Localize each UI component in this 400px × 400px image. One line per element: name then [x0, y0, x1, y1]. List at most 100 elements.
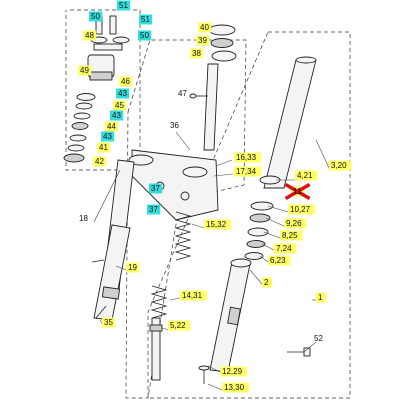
callout-number: 10,27: [290, 205, 311, 214]
callout-number: 43: [118, 89, 127, 98]
callout-42: 42: [93, 156, 107, 167]
callout-number: 47: [178, 89, 187, 98]
callout-52: 52: [314, 334, 323, 343]
right-seal-stack: [244, 175, 281, 260]
callout-highlight: [268, 255, 291, 266]
callout-number: 46: [121, 77, 130, 86]
callout-highlight: [295, 170, 318, 181]
callout-highlight: [204, 219, 231, 230]
callout-38: 38: [190, 48, 204, 59]
callout-37a: 37: [149, 183, 163, 194]
callout-number: 9,26: [286, 219, 302, 228]
callout-number: 37: [149, 205, 158, 214]
leader-lines: [93, 131, 331, 391]
callout-number: 43: [112, 111, 121, 120]
callout-highlight: [110, 110, 124, 121]
callout-highlight: [119, 76, 133, 87]
callout-highlight: [288, 204, 315, 215]
callout-48: 48: [83, 30, 97, 41]
callout-number: 7,24: [276, 244, 292, 253]
callout-number: 45: [115, 101, 124, 110]
callout-1: 1: [316, 292, 326, 303]
callout-number: 5,22: [170, 321, 186, 330]
callout-number: 52: [314, 334, 323, 343]
steering-stem: [189, 63, 219, 151]
callout-40: 40: [198, 22, 212, 33]
callout-number: 42: [95, 157, 104, 166]
fork-springs: [150, 211, 192, 319]
callout-number: 44: [107, 122, 116, 131]
callout-highlight: [138, 30, 152, 41]
callout-number: 17,34: [236, 167, 257, 176]
callout-number: 49: [80, 66, 89, 75]
callout-number: 38: [192, 49, 201, 58]
callout-17_34: 17,34: [234, 166, 261, 177]
callout-number: 11: [293, 187, 302, 196]
callout-number: 12,29: [222, 367, 243, 376]
callout-highlight: [105, 121, 119, 132]
callout-highlight: [139, 14, 153, 25]
callout-51b: 51: [139, 14, 153, 25]
callout-44: 44: [105, 121, 119, 132]
callout-number: 51: [119, 1, 128, 10]
callout-highlight: [93, 156, 107, 167]
callout-highlight: [78, 65, 92, 76]
callout-43a: 43: [116, 88, 130, 99]
callout-6_23: 6,23: [268, 255, 291, 266]
callout-49: 49: [78, 65, 92, 76]
callout-5_22: 5,22: [168, 320, 191, 331]
callout-number: 43: [103, 132, 112, 141]
callout-43c: 43: [101, 131, 115, 142]
callout-number: 18: [79, 214, 88, 223]
callout-number: 39: [198, 36, 207, 45]
callout-10_27: 10,27: [288, 204, 315, 215]
stem-bearings: [208, 24, 237, 62]
callout-number: 3,20: [331, 161, 347, 170]
callout-number: 4,21: [297, 171, 313, 180]
callout-number: 19: [128, 263, 137, 272]
callout-highlight: [316, 292, 326, 303]
left-leg-outline: [125, 39, 247, 399]
callout-number: 50: [140, 31, 149, 40]
callout-46: 46: [119, 76, 133, 87]
callout-number: 50: [91, 12, 100, 21]
top-clamp-outline: [65, 9, 141, 171]
red-x-marker-icon: [284, 182, 311, 201]
callout-3_20: 3,20: [329, 160, 352, 171]
callout-7_24: 7,24: [274, 243, 297, 254]
damper-rod: [149, 317, 163, 381]
callout-highlight: [89, 11, 103, 22]
callout-number: 41: [99, 143, 108, 152]
callout-highlight: [97, 142, 111, 153]
callout-number: 40: [200, 23, 209, 32]
callout-50b: 50: [138, 30, 152, 41]
callout-number: 13,30: [224, 383, 245, 392]
top-clamp: [87, 15, 130, 81]
callout-number: 48: [85, 31, 94, 40]
callout-number: 15,32: [206, 220, 227, 229]
callout-highlight: [190, 48, 204, 59]
callout-highlight: [180, 290, 207, 301]
callout-highlight: [220, 366, 247, 377]
callout-highlight: [262, 277, 272, 288]
callout-highlight: [117, 0, 131, 11]
callout-36: 36: [170, 121, 179, 130]
callout-number: 35: [104, 318, 113, 327]
callout-19: 19: [126, 262, 140, 273]
callout-2: 2: [262, 277, 272, 288]
callout-number: 16,33: [236, 153, 257, 162]
callout-highlight: [147, 204, 161, 215]
callout-number: 36: [170, 121, 179, 130]
under-bracket: [128, 149, 219, 221]
callout-51a: 51: [117, 0, 131, 11]
callout-number: 6,23: [270, 256, 286, 265]
callout-labels: 5151505048494643454344434142403938473616…: [78, 0, 352, 393]
callout-45: 45: [113, 100, 127, 111]
steering-stem-hardware: [63, 93, 96, 163]
callout-highlight: [126, 262, 140, 273]
callout-47: 47: [178, 89, 187, 98]
callout-15_32: 15,32: [204, 219, 231, 230]
callout-16_33: 16,33: [234, 152, 261, 163]
callout-35: 35: [102, 317, 116, 328]
callout-50a: 50: [89, 11, 103, 22]
